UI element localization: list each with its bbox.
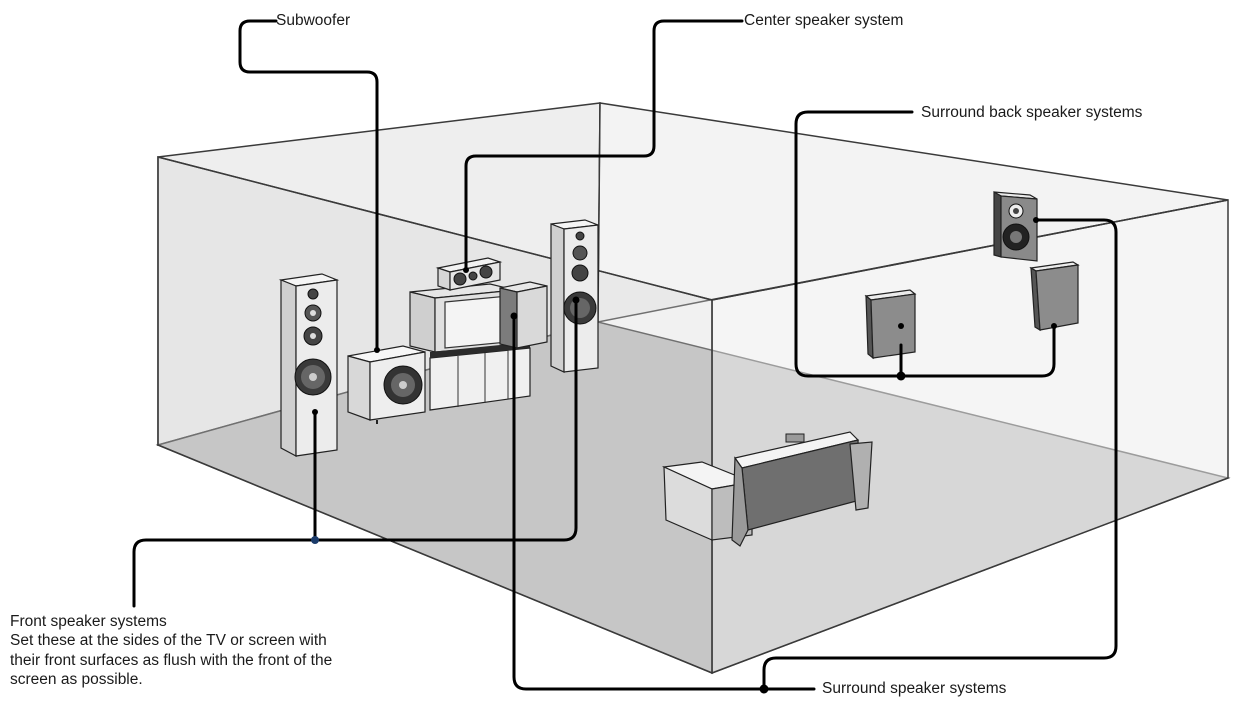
- label-surround-speakers: Surround speaker systems: [822, 680, 1007, 697]
- leader-subwoofer: [238, 19, 379, 352]
- front-speakers-title: Front speaker systems: [10, 613, 167, 630]
- junction-dots: [311, 217, 1057, 694]
- surround-right-speaker-1: [864, 289, 917, 360]
- leader-center: [464, 19, 744, 272]
- surround-back-speaker: [993, 190, 1038, 262]
- center-speaker: [435, 257, 503, 291]
- front-left-speaker: [278, 273, 340, 457]
- front-speakers-desc-line-1: Set these at the sides of the TV or scre…: [10, 632, 327, 650]
- surround-left-speaker: [499, 281, 548, 349]
- leader-surround-back: [794, 110, 1056, 378]
- leader-lines: [132, 19, 1118, 691]
- leader-front: [132, 298, 578, 608]
- front-right-speaker: [550, 219, 599, 373]
- subwoofer-speaker: [347, 345, 426, 424]
- leader-surround: [512, 314, 816, 691]
- front-speakers-desc-line-3: screen as possible.: [10, 671, 143, 689]
- surround-right-speaker-2: [1029, 261, 1080, 332]
- sofa: [661, 431, 873, 547]
- label-center-speaker: Center speaker system: [744, 12, 904, 29]
- label-subwoofer: Subwoofer: [276, 12, 351, 29]
- tv-and-rack: [409, 283, 531, 411]
- label-front-speakers: Front speaker systems Set these at the s…: [10, 612, 450, 690]
- front-speakers-desc-line-2: their front surfaces as flush with the f…: [10, 651, 333, 669]
- label-surround-back-speakers: Surround back speaker systems: [921, 104, 1143, 121]
